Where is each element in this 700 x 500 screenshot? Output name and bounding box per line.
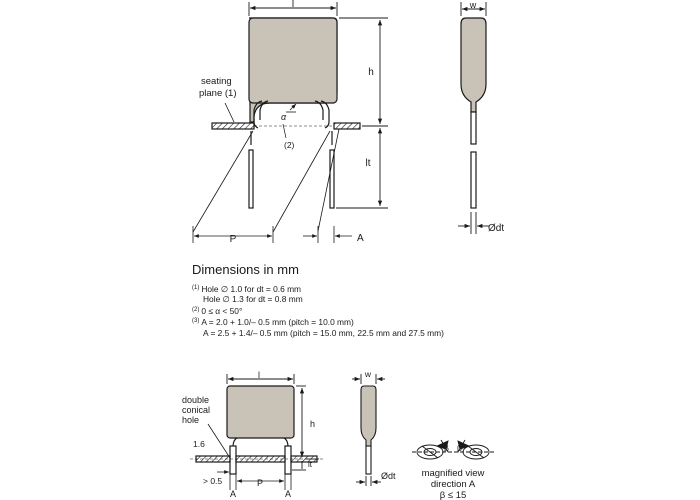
bottom-lt-label: lt (308, 460, 313, 469)
double-conical-leader (207, 423, 231, 459)
note-1-marker: (1) (192, 285, 200, 291)
top-odt-dimension (458, 212, 489, 234)
seating-plane-label-1: seating (201, 76, 232, 87)
top-side-view (460, 17, 487, 209)
bottom-capacitor-body (226, 385, 295, 439)
magnified-label-3: β ≤ 15 (440, 490, 467, 500)
top-a-label: A (357, 233, 364, 244)
magnified-view (412, 439, 494, 460)
seating-plane-label-2: plane (1) (199, 88, 237, 99)
note-3-line-1: (3)A = 2.0 + 1.0/– 0.5 mm (pitch = 10.0 … (192, 316, 512, 327)
top-right-lead (329, 149, 335, 209)
bottom-16-label: 1.6 (193, 439, 205, 449)
bottom-h-label: h (310, 419, 315, 429)
top-l-label: l (292, 0, 294, 10)
magnified-label-2: direction A (431, 479, 476, 490)
note-2-marker: (2) (192, 306, 200, 313)
top-odt-label: Ødt (488, 223, 504, 234)
note-3-line-2: A = 2.5 + 1.4/– 0.5 mm (pitch = 15.0 mm,… (203, 327, 444, 338)
note2-leader (282, 123, 287, 139)
bottom-front-view (190, 385, 324, 475)
magnified-beta-right: β (457, 443, 462, 453)
bottom-left-lead (229, 445, 237, 475)
bottom-gt05-label: > 0.5 (203, 476, 222, 486)
magnified-beta-left: β (444, 443, 449, 453)
top-side-lead-lower (470, 151, 477, 209)
magnified-label-1: magnified view (422, 468, 485, 479)
double-conical-label-3: hole (182, 415, 199, 425)
bottom-odt-label: Ødt (381, 471, 396, 481)
top-left-lead (248, 149, 254, 209)
top-front-view (211, 17, 361, 209)
top-left-lead-bend (253, 100, 263, 129)
note-1-line-1: (1)Hole ∅ 1.0 for dt = 0.6 mm (192, 283, 512, 294)
seating-plane-left (211, 122, 255, 130)
top-h-lt-dimension (336, 17, 388, 209)
bottom-h-lt-dimension (292, 385, 319, 471)
bottom-a-right-label: A (285, 489, 291, 499)
note2-marker: (2) (284, 140, 295, 150)
top-w-dimension (460, 2, 487, 16)
seating-plane-leader (224, 102, 235, 123)
seating-plane-right (333, 122, 361, 130)
top-l-dimension (248, 2, 338, 16)
top-h-label: h (368, 67, 374, 78)
bottom-side-view (360, 385, 377, 475)
bottom-right-lead (284, 445, 292, 475)
alpha-label: α (281, 112, 287, 122)
bottom-odt-dimension (356, 476, 381, 486)
bottom-side-lead (365, 445, 372, 475)
bottom-w-label: w (364, 369, 372, 379)
dimension-notes: Dimensions in mm (1)Hole ∅ 1.0 for dt = … (192, 262, 512, 338)
top-right-lead-bend (320, 100, 330, 129)
top-p-label: P (230, 234, 237, 245)
top-w-label: w (469, 0, 477, 10)
bottom-p-label: P (257, 478, 263, 488)
bottom-side-body (360, 385, 377, 447)
top-lt-label: lt (366, 158, 371, 169)
top-side-body (460, 17, 487, 113)
note-1-text-1: Hole ∅ 1.0 for dt = 0.6 mm (201, 284, 302, 294)
double-conical-label-1: double (182, 395, 209, 405)
bottom-p-a-dimension (217, 470, 292, 490)
note-2-text-1: 0 ≤ α < 50° (201, 305, 243, 316)
bottom-l-label: l (258, 370, 260, 380)
dimensions-title: Dimensions in mm (192, 262, 299, 277)
note-3-text-1: A = 2.0 + 1.0/– 0.5 mm (pitch = 10.0 mm) (201, 317, 354, 328)
top-p-a-dimension (192, 128, 352, 243)
bottom-a-left-label: A (230, 489, 236, 499)
note-2-line-1: (2)0 ≤ α < 50° (192, 305, 512, 316)
bottom-l-dimension (226, 374, 295, 384)
bottom-w-dimension (352, 374, 385, 384)
note-3-marker: (3) (192, 318, 200, 325)
top-side-lead-upper (470, 111, 477, 145)
double-conical-label-2: conical (182, 405, 210, 415)
note-1-line-2: Hole ∅ 1.3 for dt = 0.8 mm (203, 294, 303, 305)
